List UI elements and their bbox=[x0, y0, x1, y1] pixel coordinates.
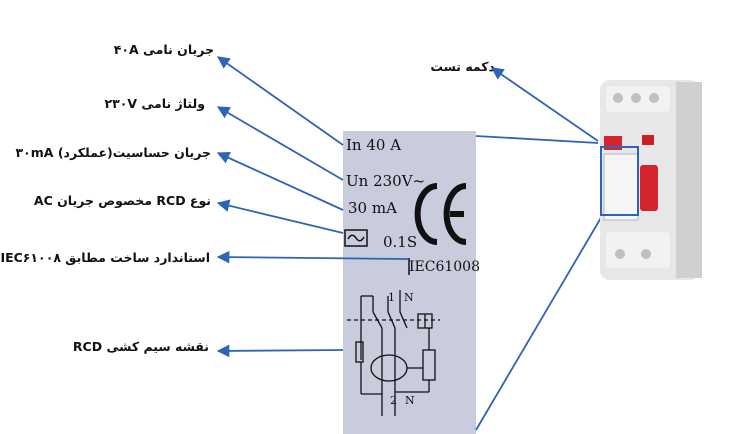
rated-voltage-value: Un 230V~ bbox=[346, 172, 426, 190]
rated-voltage-label: ولتاژ نامی ۲۳۰V bbox=[104, 96, 206, 111]
standard-label: استاندارد ساخت مطابق IEC۶۱۰۰۸ bbox=[0, 250, 210, 265]
ac-wave-icon bbox=[344, 229, 368, 247]
neutral-1-label: N bbox=[404, 291, 414, 304]
trip-time-value: 0.1S bbox=[383, 233, 418, 251]
nameplate-panel: In 40 A Un 230V~ 30 mA 0.1S IEC61008 1 N… bbox=[343, 131, 480, 434]
standard-value: IEC61008 bbox=[409, 259, 480, 275]
rated-current-label: جریان نامی ۴۰A bbox=[113, 42, 214, 57]
test-button-label: دکمه تست bbox=[430, 59, 495, 74]
rated-current-value: In 40 A bbox=[346, 136, 402, 154]
pole-2-label: 2 bbox=[390, 394, 397, 407]
sensitivity-value: 30 mA bbox=[348, 199, 397, 217]
rcd-device-image bbox=[600, 80, 702, 280]
leader-arrows bbox=[216, 56, 603, 431]
rcd-type-label: نوع RCD مخصوص جریان AC bbox=[33, 193, 211, 208]
ce-mark-icon bbox=[414, 183, 467, 245]
pole-1-label: 1 bbox=[388, 291, 395, 304]
wiring-schematic-icon bbox=[347, 290, 440, 416]
neutral-2-label: N bbox=[405, 394, 415, 407]
sensitivity-label: جریان حساسیت(عملکرد) ۳۰mA bbox=[15, 145, 211, 160]
wiring-label: نقشه سیم کشی RCD bbox=[72, 339, 209, 354]
